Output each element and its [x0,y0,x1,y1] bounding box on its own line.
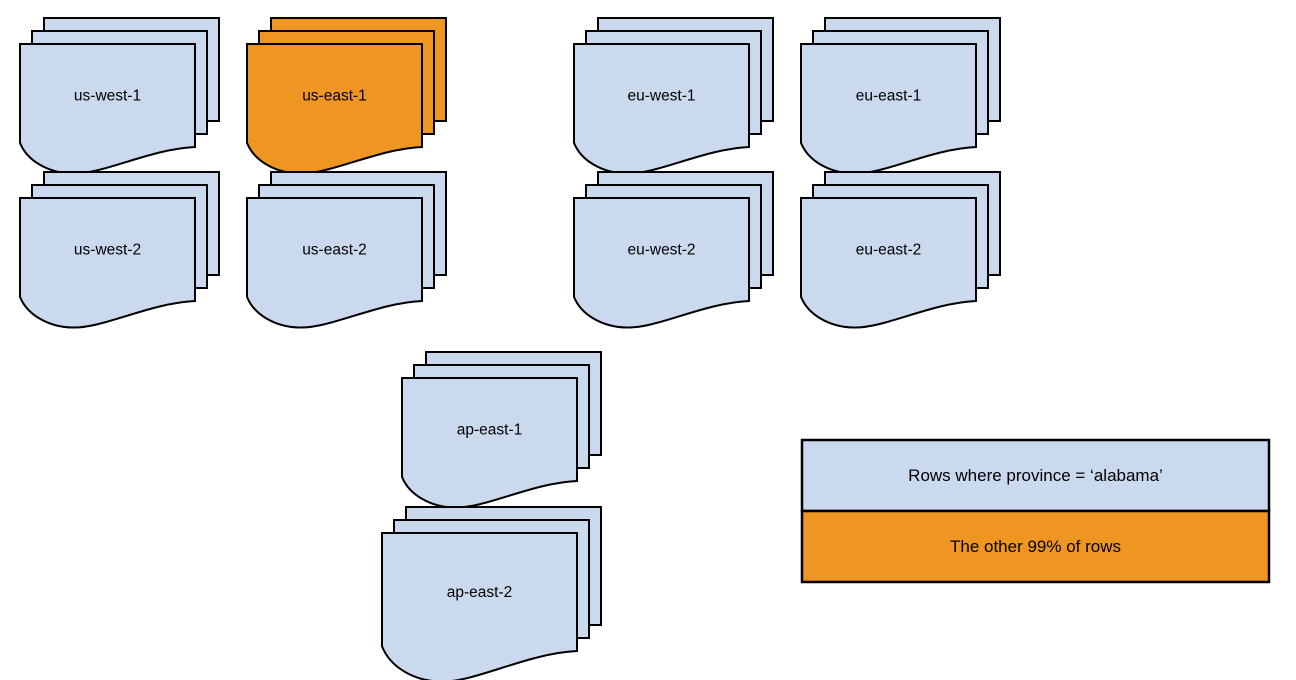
region-stack-us-east-2[interactable]: us-east-2 [246,171,447,329]
region-stack-label: ap-east-2 [447,584,512,601]
stack-sheet-front[interactable] [381,532,578,680]
region-stack-eu-east-2[interactable]: eu-east-2 [800,171,1001,329]
stack-sheet-front[interactable] [800,43,977,175]
legend-row-legend-blue: Rows where province = ‘alabama’ [800,438,1271,513]
legend-label: Rows where province = ‘alabama’ [908,466,1163,485]
region-stack-label: us-east-2 [302,242,367,259]
region-stack-label: eu-west-1 [627,88,695,105]
legend: Rows where province = ‘alabama’ The other… [800,438,1271,584]
stack-sheet-front[interactable] [19,43,196,175]
region-stack-label: eu-east-1 [856,88,921,105]
legend-row-legend-orange: The other 99% of rows [800,509,1271,584]
region-stack-label: us-west-2 [74,242,141,259]
region-stack-label: eu-east-2 [856,242,921,259]
region-stacks-layer: us-west-1 us-west-2 us-east-1 us-east-2 eu-w… [19,17,1001,680]
stack-sheet-front[interactable] [401,377,578,509]
stack-sheet-front[interactable] [800,197,977,329]
region-stack-us-east-1[interactable]: us-east-1 [246,17,447,175]
region-stack-eu-west-1[interactable]: eu-west-1 [573,17,774,175]
region-stack-us-west-2[interactable]: us-west-2 [19,171,220,329]
region-stack-label: ap-east-1 [457,422,522,439]
stack-sheet-front[interactable] [19,197,196,329]
region-stack-eu-west-2[interactable]: eu-west-2 [573,171,774,329]
stack-sheet-front[interactable] [246,43,423,175]
region-stack-label: us-east-1 [302,88,367,105]
legend-swatch [800,509,1271,584]
region-stack-ap-east-2[interactable]: ap-east-2 [381,506,602,680]
region-stack-ap-east-1[interactable]: ap-east-1 [401,351,602,509]
region-stack-us-west-1[interactable]: us-west-1 [19,17,220,175]
region-stack-eu-east-1[interactable]: eu-east-1 [800,17,1001,175]
region-stack-label: us-west-1 [74,88,141,105]
stack-sheet-front[interactable] [573,43,750,175]
region-stack-label: eu-west-2 [627,242,695,259]
stack-sheet-front[interactable] [573,197,750,329]
stack-sheet-front[interactable] [246,197,423,329]
legend-label: The other 99% of rows [950,537,1121,556]
